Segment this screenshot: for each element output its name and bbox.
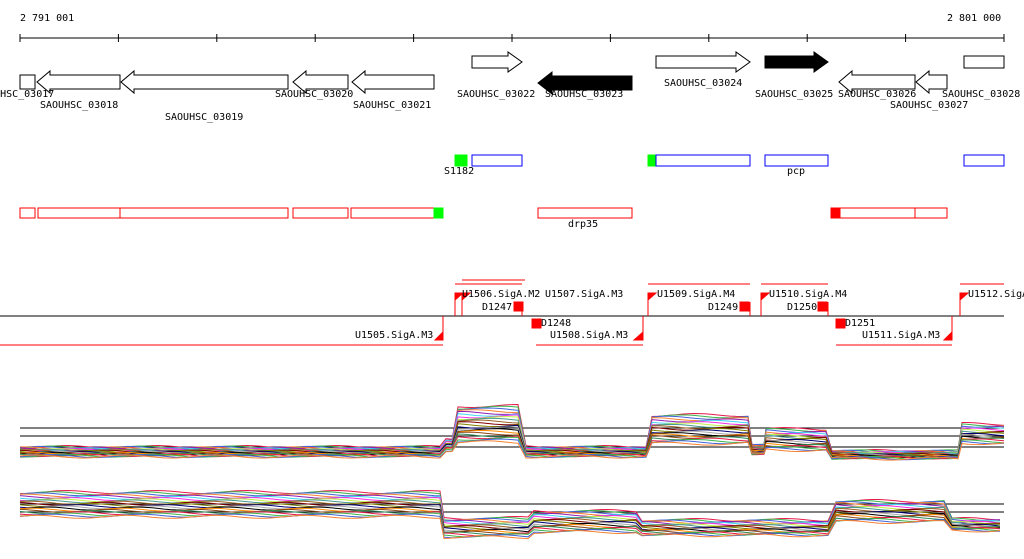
promoter-label[interactable]: U1505.SigA.M3 (355, 330, 434, 341)
ruler-start: 2 791 001 (20, 13, 75, 24)
promoter-label[interactable]: U1507.SigA.M3 (545, 289, 624, 300)
gene-03021 (351, 69, 435, 95)
feature-track-2 (19, 207, 948, 219)
terminator-label[interactable]: D1248 (541, 318, 572, 329)
gene-label[interactable]: SAOUHSC_03019 (165, 112, 244, 123)
gene-label[interactable]: SAOUHSC_03020 (275, 89, 354, 100)
ruler-end: 2 801 000 (947, 13, 1002, 24)
terminator-label[interactable]: D1251 (845, 318, 876, 329)
expression-line (19, 436, 1005, 460)
promoter-label[interactable]: U1506.SigA.M2 (462, 289, 541, 300)
gene-track (19, 51, 1005, 96)
gene-03017 (19, 74, 36, 90)
expression-panel-2 (19, 489, 1004, 540)
gene-label[interactable]: SAOUHSC_03022 (457, 89, 536, 100)
gene-03024 (655, 51, 751, 73)
expression-line (19, 440, 1005, 461)
feature-label[interactable]: S1182 (444, 166, 475, 177)
gene-03028 (963, 55, 1005, 69)
gene-03027 (915, 69, 948, 95)
gene-03025 (764, 51, 829, 73)
gene-03026 (838, 69, 916, 95)
gene-label[interactable]: SAOUHSC_03028 (942, 89, 1021, 100)
expression-line (19, 514, 1001, 540)
gene-03019 (120, 69, 289, 95)
feature-track-1 (454, 154, 1005, 167)
terminator-label[interactable]: D1247 (482, 302, 513, 313)
expression-panel-1 (19, 403, 1005, 461)
gene-03020 (292, 69, 349, 95)
feature-label[interactable]: pcp (787, 166, 806, 177)
gene-label[interactable]: SAOUHSC_03023 (545, 89, 624, 100)
promoter-label[interactable]: U1512.SigA (968, 289, 1024, 300)
promoter-label[interactable]: U1509.SigA.M4 (657, 289, 736, 300)
ruler (19, 34, 1005, 42)
gene-03023 (537, 70, 633, 96)
gene-label[interactable]: SAOUHSC_03026 (838, 89, 917, 100)
transcription-track (0, 279, 1004, 346)
terminator-label[interactable]: D1250 (787, 302, 818, 313)
promoter-label[interactable]: U1510.SigA.M4 (769, 289, 848, 300)
gene-label[interactable]: SAOUHSC_03024 (664, 78, 743, 89)
gene-label[interactable]: SAOUHSC_03021 (353, 100, 432, 111)
promoter-label[interactable]: U1508.SigA.M3 (550, 330, 629, 341)
feature-label[interactable]: drp35 (568, 219, 599, 230)
gene-label[interactable]: SAOUHSC_03018 (40, 100, 119, 111)
gene-label[interactable]: SAOUHSC_03017 (0, 89, 55, 100)
gene-label[interactable]: SAOUHSC_03025 (755, 89, 834, 100)
terminator-label[interactable]: D1249 (708, 302, 739, 313)
gene-03018 (36, 69, 121, 95)
gene-03022 (471, 51, 523, 73)
promoter-label[interactable]: U1511.SigA.M3 (862, 330, 941, 341)
gene-label[interactable]: SAOUHSC_03027 (890, 100, 969, 111)
